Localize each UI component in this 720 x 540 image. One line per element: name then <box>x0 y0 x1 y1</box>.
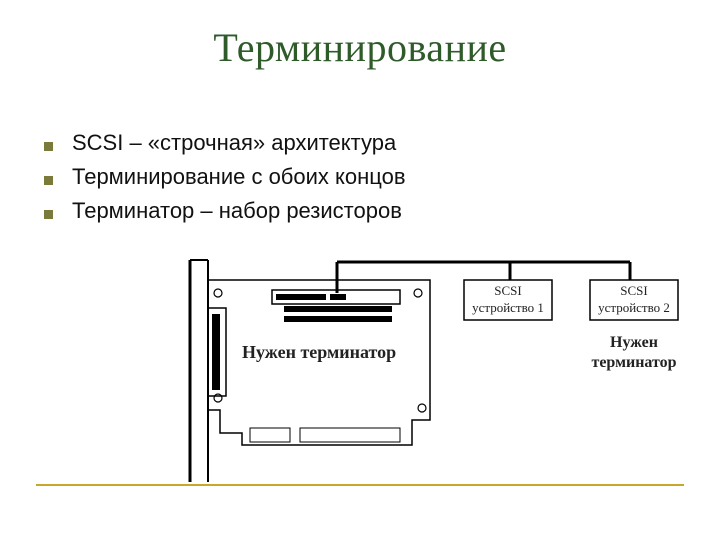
bullet-text: SCSI – «строчная» архитектура <box>72 130 397 155</box>
terminator-note: Нужен терминатор <box>591 334 676 371</box>
bullet-text: Терминирование с обоих концов <box>72 164 406 189</box>
mounting-bracket <box>188 259 209 482</box>
square-bullet-icon <box>44 176 53 185</box>
slide-title: Терминирование <box>213 25 507 70</box>
device-2-label: устройство 2 <box>598 300 670 315</box>
bullet-text: Терминатор – набор резисторов <box>72 198 402 223</box>
scsi-diagram: Нужен терминатор SCSI устройство 1 SCSI … <box>188 259 679 482</box>
scsi-device-2: SCSI устройство 2 <box>589 279 679 321</box>
footer-divider <box>36 484 684 486</box>
terminator-note-line1: Нужен <box>610 334 658 351</box>
card-label: Нужен терминатор <box>242 342 396 362</box>
device-1-title: SCSI <box>494 283 521 298</box>
controller-card: Нужен терминатор <box>207 279 431 446</box>
terminator-note-line2: терминатор <box>591 354 676 371</box>
square-bullet-icon <box>44 142 53 151</box>
device-1-label: устройство 1 <box>472 300 544 315</box>
square-bullet-icon <box>44 210 53 219</box>
scsi-bus-cable <box>335 260 632 293</box>
device-2-title: SCSI <box>620 283 647 298</box>
scsi-device-1: SCSI устройство 1 <box>463 279 553 321</box>
